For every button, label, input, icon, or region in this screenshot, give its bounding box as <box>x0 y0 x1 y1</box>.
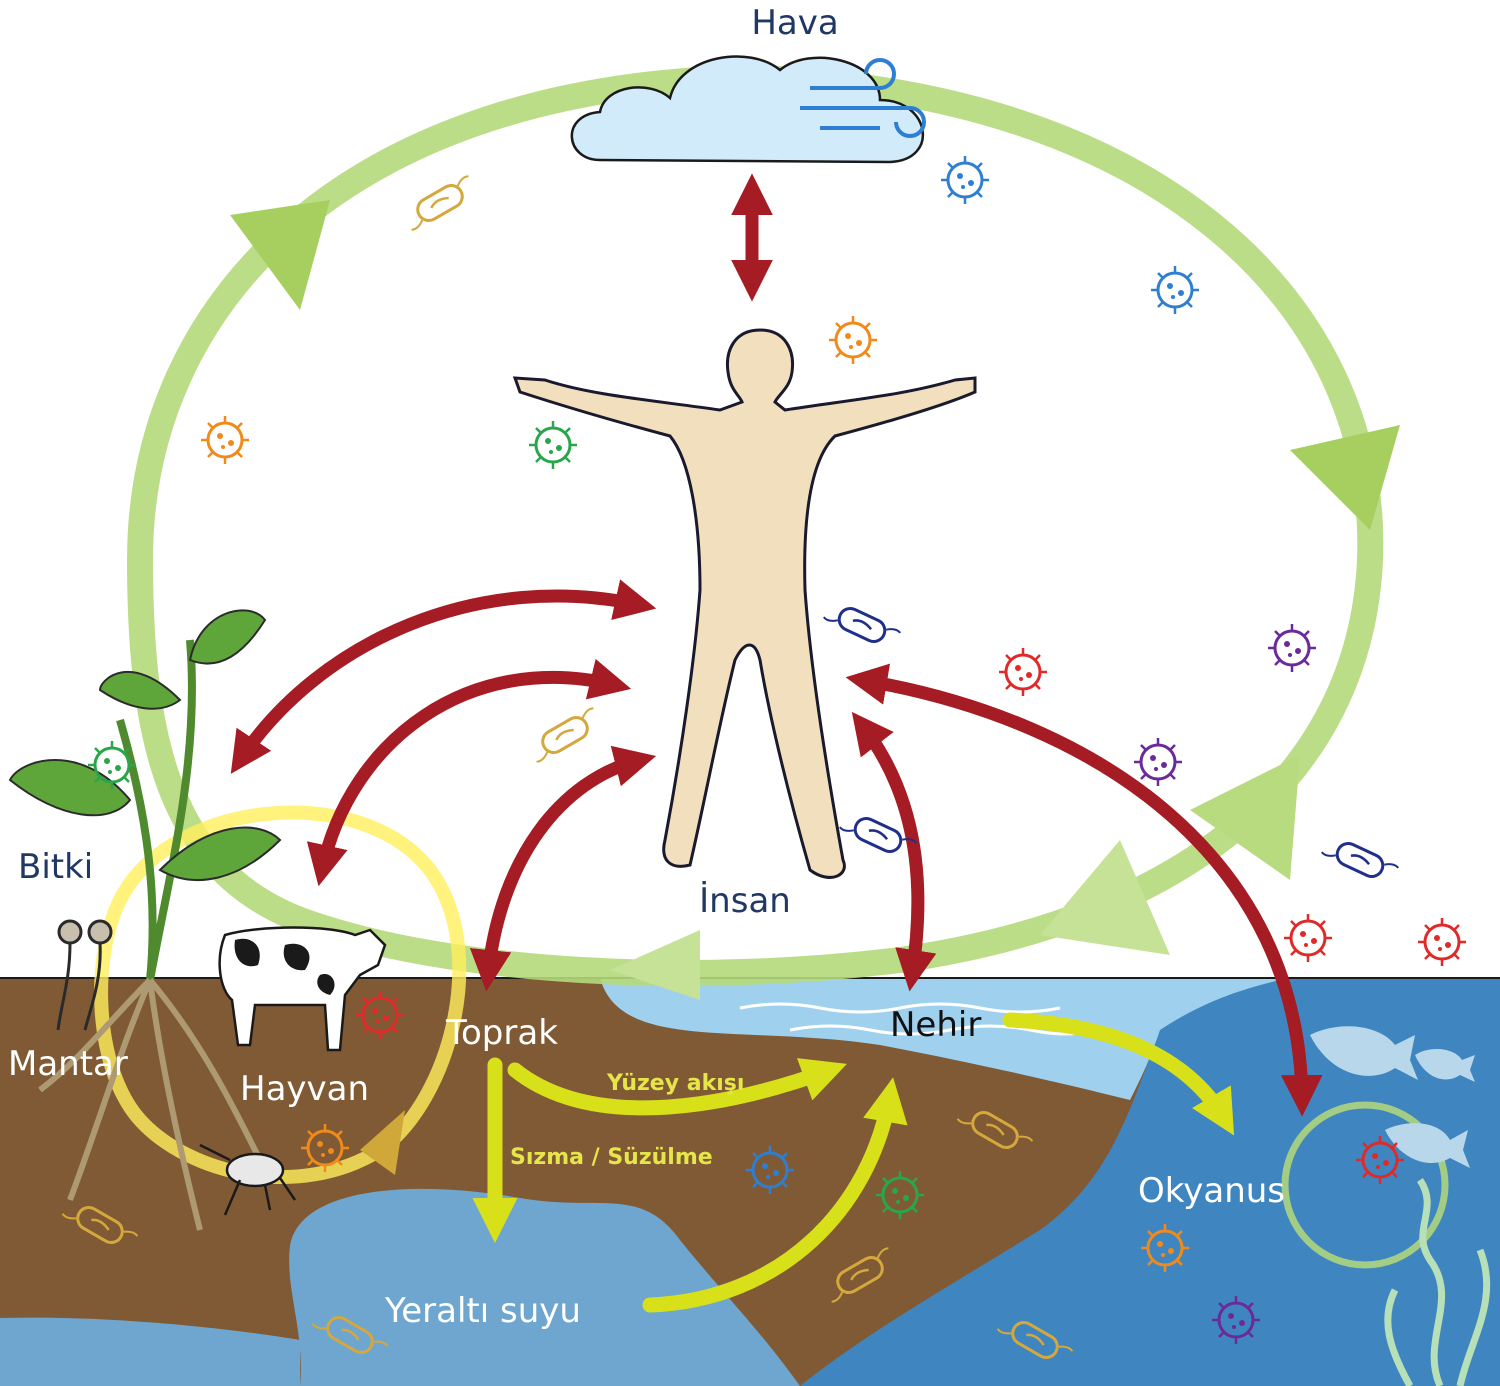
virus-icon <box>1132 736 1184 788</box>
human-plant-arrow <box>230 579 657 774</box>
label-bitki: Bitki <box>18 847 93 887</box>
ocean-cycle <box>1281 1101 1449 1269</box>
insect-icon <box>199 1143 297 1216</box>
label-okyanus: Okyanus <box>1138 1171 1285 1211</box>
virus-icon <box>1282 912 1334 964</box>
label-mantar: Mantar <box>8 1044 128 1084</box>
microbe-icon <box>199 414 251 466</box>
microbe-icon <box>827 314 879 366</box>
label-yeralti-suyu: Yeraltı suyu <box>384 1291 581 1331</box>
groundwater-left <box>0 1317 300 1386</box>
soil-cycle <box>94 805 467 1184</box>
human-ocean-arrow <box>845 663 1323 1117</box>
surface-runoff-arrow <box>507 1058 847 1116</box>
seaweed-icon <box>1384 1178 1491 1386</box>
human-figure-icon <box>512 328 977 879</box>
bacterium-icon <box>1319 832 1401 888</box>
wind-icon <box>800 58 926 138</box>
microbe-icon <box>86 739 138 791</box>
microbe-icon <box>527 419 579 471</box>
green-cycle-arrowhead <box>230 200 330 310</box>
label-hayvan: Hayvan <box>240 1069 369 1109</box>
labels: Hava İnsan Bitki Mantar Hayvan Toprak Ne… <box>8 3 1285 1331</box>
green-cycle-arrowhead <box>1290 425 1400 530</box>
human-exchange-arrows <box>230 173 1323 1117</box>
fish-icon <box>1310 1026 1475 1168</box>
cow-icon <box>218 926 387 1052</box>
bacterium-icon <box>821 597 903 653</box>
microbe-icon <box>1149 264 1201 316</box>
virus-icon <box>1266 622 1318 674</box>
human-river-arrow <box>851 711 937 992</box>
groundwater-area <box>289 1188 800 1386</box>
label-hava: Hava <box>751 3 838 43</box>
human-soil-arrow <box>469 745 657 992</box>
label-insan: İnsan <box>699 881 791 921</box>
bacterium-icon <box>525 704 605 766</box>
mushroom-icon <box>56 919 113 1031</box>
virus-icon <box>1416 916 1468 968</box>
label-nehir: Nehir <box>890 1005 981 1045</box>
virus-icon <box>997 646 1049 698</box>
river-to-ocean-arrow <box>1002 1012 1235 1136</box>
label-toprak: Toprak <box>445 1013 558 1053</box>
label-yuzey-akisi: Yüzey akışı <box>606 1071 744 1096</box>
microbe-icon <box>939 154 991 206</box>
bacterium-icon <box>400 172 480 234</box>
label-sizma: Sızma / Süzülme <box>510 1145 713 1170</box>
water-flow-arrows <box>472 1012 1235 1313</box>
groundwater-to-river-arrow <box>642 1077 908 1313</box>
ocean-area <box>800 978 1500 1386</box>
human-animal-arrow <box>306 658 632 887</box>
